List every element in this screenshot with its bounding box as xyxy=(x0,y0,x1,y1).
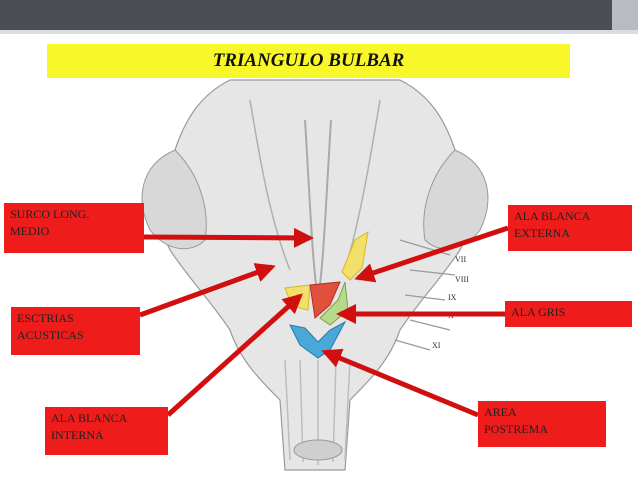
label-line: ALA GRIS xyxy=(511,305,566,319)
ala-blanca-interna-region xyxy=(309,281,341,319)
arrow-ala-blanca-externa xyxy=(354,225,509,283)
label-line: ACUSTICAS xyxy=(17,328,84,342)
header-underline xyxy=(0,30,638,34)
label-line: EXTERNA xyxy=(514,226,570,240)
arrow-surco xyxy=(143,227,314,248)
label-line: AREA xyxy=(484,405,517,419)
brainstem-shape xyxy=(141,79,489,471)
label-line: MEDIO xyxy=(10,224,50,238)
nerve-label-xi: XI xyxy=(432,341,441,350)
header-dark-strip xyxy=(0,0,612,30)
label-line: INTERNA xyxy=(51,428,104,442)
label-surco-long-medio: SURCO LONG. MEDIO xyxy=(4,203,144,253)
header-light-strip xyxy=(612,0,638,30)
label-esctrias-acusticas: ESCTRIAS ACUSTICAS xyxy=(11,307,140,355)
nerve-label-ix: IX xyxy=(448,293,457,302)
slide-header-bar xyxy=(0,0,638,34)
title-band xyxy=(47,44,570,78)
label-line: ALA BLANCA xyxy=(514,209,591,223)
label-ala-gris: ALA GRIS xyxy=(505,301,632,327)
label-ala-blanca-externa: ALA BLANCA EXTERNA xyxy=(508,205,632,251)
pointer-arrows xyxy=(139,225,509,418)
arrow-ala-blanca-interna xyxy=(166,293,303,417)
label-line: SURCO LONG. xyxy=(10,207,90,221)
label-ala-blanca-interna: ALA BLANCA INTERNA xyxy=(45,407,168,455)
nerve-label-viii: VIII xyxy=(455,275,469,284)
page-title: TRIANGULO BULBAR xyxy=(212,50,405,71)
label-line: ESCTRIAS xyxy=(17,311,74,325)
label-area-postrema: AREA POSTREMA xyxy=(478,401,606,447)
arrow-area-postrema xyxy=(321,348,479,418)
label-line: POSTREMA xyxy=(484,422,549,436)
nerve-label-vii: VII xyxy=(455,255,466,264)
label-line: ALA BLANCA xyxy=(51,411,128,425)
arrow-esctrias xyxy=(139,263,276,318)
